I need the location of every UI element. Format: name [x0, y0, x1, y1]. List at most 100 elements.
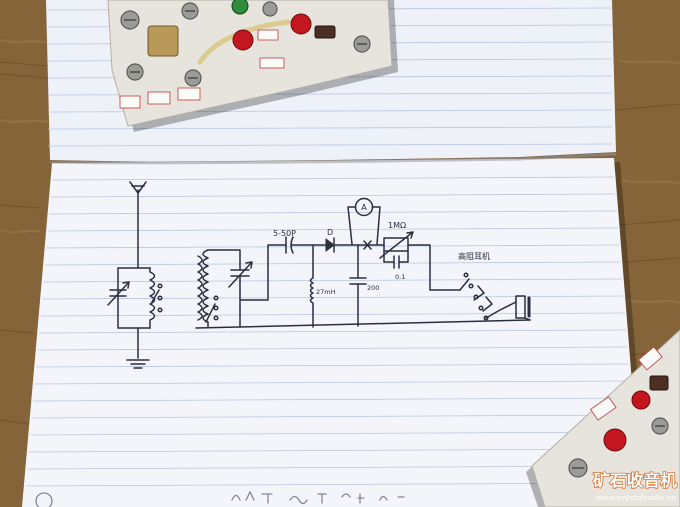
ground-symbol: [126, 327, 150, 369]
ground-rail: [195, 319, 531, 329]
red-terminal: [631, 390, 651, 410]
switch-contact: [157, 307, 163, 313]
ruled-line: [45, 261, 621, 266]
wire-to-earphone: [485, 301, 517, 319]
sticker: [589, 396, 617, 421]
potentiometer-label: 1MΩ: [388, 221, 406, 230]
earphone-body: [515, 295, 526, 319]
tank-frame: [117, 267, 151, 329]
sticker: [259, 57, 285, 69]
wire-to-coupling-capacitor: [239, 244, 287, 301]
ruled-line: [52, 176, 614, 181]
circled-page-mark: [35, 492, 53, 507]
ruled-line: [28, 448, 636, 453]
red-terminal: [232, 29, 254, 51]
sticker: [637, 346, 663, 371]
antenna-coil: [149, 267, 156, 329]
watermark-url: www.crystalradio.cn: [596, 494, 676, 502]
primary-coil: [197, 255, 203, 321]
ruled-line: [30, 431, 635, 436]
filter-capacitor-label: 200: [367, 284, 379, 292]
board-stickers: [119, 29, 285, 109]
ruled-line: [49, 210, 617, 215]
bypass-capacitor-label: 0.1: [395, 273, 405, 281]
sticker: [119, 95, 141, 109]
coil-tap-switch: [205, 295, 219, 323]
potentiometer-arrow: [379, 231, 414, 259]
earphone-label: 高阻耳机: [458, 251, 490, 261]
switch-contact: [213, 305, 219, 311]
screw-slots: [124, 10, 367, 79]
ruled-line: [40, 312, 625, 317]
filter-capacitor-symbol: [349, 244, 367, 327]
ruled-line: [25, 482, 639, 487]
dark-component: [314, 25, 336, 39]
ruled-line: [37, 346, 628, 351]
switch-contact: [468, 283, 474, 289]
board-base: [531, 329, 680, 507]
inductor-symbol: [309, 244, 314, 328]
red-terminal: [603, 428, 627, 452]
ruled-line: [47, 143, 613, 147]
ruled-line: [48, 227, 618, 232]
dark-component: [649, 375, 669, 391]
switch-contact: [157, 283, 163, 289]
page-gutter-shadow: [49, 152, 617, 165]
ruled-line: [31, 414, 633, 419]
secondary-coil: [202, 249, 209, 328]
ruled-line: [46, 244, 620, 249]
ruled-line: [47, 126, 613, 130]
switch-contact: [463, 272, 469, 278]
coupling-capacitor-symbol: [285, 236, 327, 254]
meter-label: A: [361, 203, 367, 212]
sticker: [147, 91, 171, 105]
earphone-selector-switch: [459, 272, 493, 321]
wood-grain-light: [0, 39, 680, 304]
diode-bar-and-wire: [333, 237, 385, 253]
circuit-schematic: 5-50P D 27mH 200 A 1MΩ 0.1 高阻耳机: [107, 181, 531, 369]
switch-arms: [459, 278, 493, 312]
yellow-wire: [197, 19, 291, 65]
switch-contact: [157, 295, 163, 301]
bottom-right-circuit-board: [526, 329, 680, 507]
switch-contact: [213, 315, 219, 321]
screw-slots: [572, 425, 665, 469]
diode-label: D: [327, 228, 333, 237]
antenna-tap-switch: [151, 283, 163, 313]
diode-triangle: [325, 238, 335, 252]
ruled-line: [43, 278, 622, 283]
switch-arm: [151, 289, 160, 303]
switch-contact: [483, 315, 489, 321]
brass-component: [147, 25, 179, 57]
ruled-line: [50, 193, 616, 198]
meter-leads: [347, 206, 381, 250]
switch-contact: [478, 305, 484, 311]
antenna-symbol: [129, 181, 147, 269]
sticker: [257, 29, 279, 41]
ruled-line: [33, 397, 632, 402]
lower-page: [22, 158, 642, 507]
earphone-ground-lead: [524, 317, 531, 321]
switch-arm: [205, 303, 216, 323]
red-terminal: [290, 13, 312, 35]
inductor-label: 27mH: [316, 288, 336, 296]
bottom-handwriting: [231, 490, 405, 505]
lower-page-rules: [25, 176, 639, 487]
switch-contact: [213, 295, 219, 301]
tuning-variable-capacitor: [207, 249, 253, 328]
ruled-line: [36, 363, 629, 368]
coupling-capacitor-label: 5-50P: [273, 229, 296, 238]
site-watermark: 矿石收音机 www.crystalradio.cn: [592, 470, 677, 502]
antenna-variable-capacitor: [107, 281, 130, 306]
ruled-line: [42, 295, 624, 300]
watermark-title: 矿石收音机: [593, 471, 677, 490]
ruled-line: [39, 329, 627, 334]
board-screws: [120, 1, 371, 87]
ruled-line: [34, 380, 631, 385]
wire-to-earphone-switch: [407, 244, 461, 291]
sticker: [177, 87, 201, 101]
screw: [262, 1, 278, 17]
bypass-capacitor-symbol: [383, 250, 409, 269]
top-left-circuit-board: [107, 0, 398, 132]
